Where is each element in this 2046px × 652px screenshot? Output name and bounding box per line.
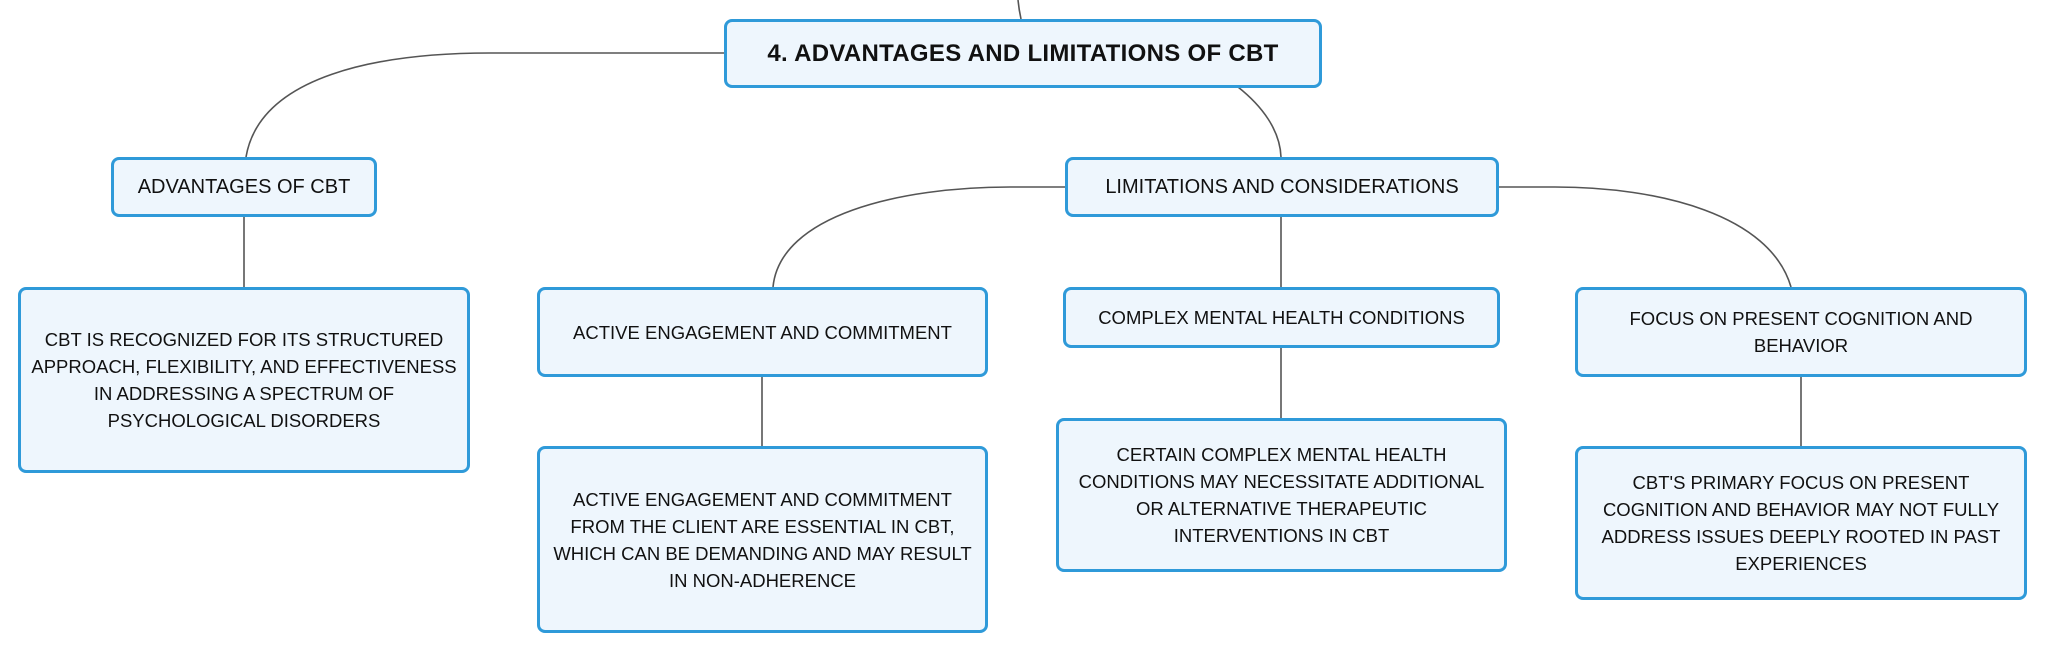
limitations-node[interactable]: LIMITATIONS AND CONSIDERATIONS bbox=[1065, 157, 1499, 217]
connector-parent-to-root bbox=[1017, 0, 1022, 20]
complex-conditions-detail-node[interactable]: CERTAIN COMPLEX MENTAL HEALTH CONDITIONS… bbox=[1056, 418, 1507, 572]
engagement-detail-node[interactable]: ACTIVE ENGAGEMENT AND COMMITMENT FROM TH… bbox=[537, 446, 988, 633]
root-topic-node[interactable]: 4. ADVANTAGES AND LIMITATIONS OF CBT bbox=[724, 19, 1322, 88]
complex-conditions-detail-text: CERTAIN COMPLEX MENTAL HEALTH CONDITIONS… bbox=[1078, 444, 1485, 546]
present-focus-node[interactable]: FOCUS ON PRESENT COGNITION AND BEHAVIOR bbox=[1575, 287, 2027, 377]
advantages-label: ADVANTAGES OF CBT bbox=[137, 175, 351, 198]
advantages-node[interactable]: ADVANTAGES OF CBT bbox=[111, 157, 377, 217]
connector-limitations-to-engagement bbox=[772, 186, 1066, 288]
engagement-node[interactable]: ACTIVE ENGAGEMENT AND COMMITMENT bbox=[537, 287, 988, 377]
present-focus-label: FOCUS ON PRESENT COGNITION AND BEHAVIOR bbox=[1629, 308, 1973, 356]
limitations-label: LIMITATIONS AND CONSIDERATIONS bbox=[1105, 175, 1459, 198]
engagement-detail-text: ACTIVE ENGAGEMENT AND COMMITMENT FROM TH… bbox=[553, 488, 972, 591]
advantages-detail-text: CBT IS RECOGNIZED FOR ITS STRUCTURED APP… bbox=[31, 329, 457, 431]
present-focus-detail-node[interactable]: CBT'S PRIMARY FOCUS ON PRESENT COGNITION… bbox=[1575, 446, 2027, 600]
present-focus-detail-text: CBT'S PRIMARY FOCUS ON PRESENT COGNITION… bbox=[1601, 472, 2001, 574]
complex-conditions-node[interactable]: COMPLEX MENTAL HEALTH CONDITIONS bbox=[1063, 287, 1500, 348]
advantages-detail-node[interactable]: CBT IS RECOGNIZED FOR ITS STRUCTURED APP… bbox=[18, 287, 470, 473]
root-topic-label: 4. ADVANTAGES AND LIMITATIONS OF CBT bbox=[767, 39, 1279, 67]
connector-root-to-advantages bbox=[245, 52, 725, 158]
connector-root-to-limitations bbox=[1237, 86, 1282, 158]
complex-conditions-label: COMPLEX MENTAL HEALTH CONDITIONS bbox=[1098, 307, 1465, 328]
engagement-label: ACTIVE ENGAGEMENT AND COMMITMENT bbox=[573, 321, 952, 343]
connector-limitations-to-focus bbox=[1497, 186, 1792, 288]
